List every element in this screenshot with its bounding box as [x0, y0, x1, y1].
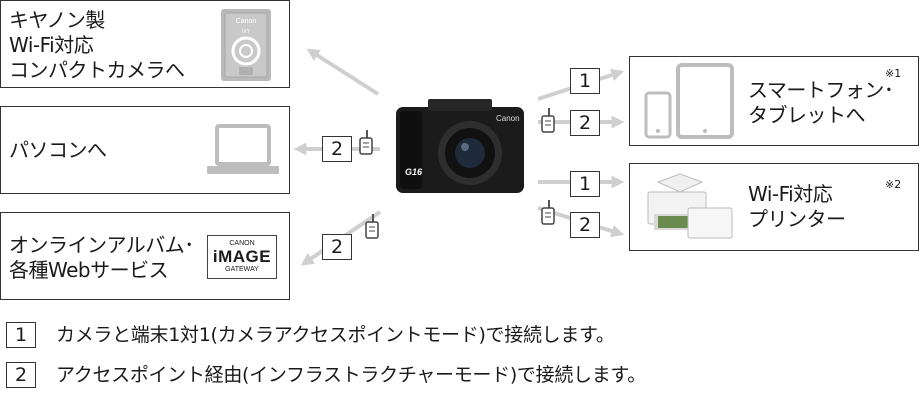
laptop-icon: [207, 124, 279, 174]
canon-camera-target-label: キヤノン製 Wi-Fi対応 コンパクトカメラへ: [9, 8, 185, 82]
printer-target-box: Wi-Fi対応 プリンター ※2: [629, 163, 919, 251]
legend-text-1: カメラと端末1対1(カメラアクセスポイントモード)で接続します。: [56, 324, 615, 346]
logo-main-text: iMAGE: [212, 247, 272, 266]
note-2: ※2: [885, 178, 902, 191]
center-camera-brand: Canon: [496, 114, 520, 123]
smartphone-target-box: スマートフォン･ タブレットへ ※1: [629, 56, 919, 146]
online-target-label: オンラインアルバム･ 各種Webサービス: [9, 233, 194, 282]
g16-camera-icon: Canon G16: [396, 99, 524, 193]
connection-printer-number-2: 2: [570, 212, 600, 238]
access-point-icon: [541, 108, 555, 133]
connection-pc-number: 2: [322, 136, 352, 162]
image-gateway-logo: CANON iMAGE GATEWAY: [207, 235, 277, 279]
compact-camera-icon: Canon IXY: [221, 9, 271, 81]
canon-camera-target-box: キヤノン製 Wi-Fi対応 コンパクトカメラへ Canon IXY: [0, 0, 290, 88]
online-target-box: オンラインアルバム･ 各種Webサービス CANON iMAGE GATEWAY: [0, 212, 290, 300]
pc-target-label: パソコンへ: [9, 138, 107, 162]
connection-smartphone-number-2: 2: [570, 110, 600, 136]
access-point-icon: [359, 130, 373, 155]
smartphone-target-label: スマートフォン･ タブレットへ: [748, 78, 894, 127]
printer-target-label: Wi-Fi対応 プリンター: [748, 182, 846, 231]
legend-text-2: アクセスポイント経由(インフラストラクチャーモード)で接続します。: [56, 364, 646, 386]
camera-model-text: IXY: [242, 29, 251, 35]
access-point-icon: [365, 214, 379, 239]
printer-icon: [647, 173, 733, 239]
connection-online-number: 2: [322, 234, 352, 260]
note-1: ※1: [885, 67, 902, 80]
legend-number-1: 1: [6, 322, 36, 348]
camera-brand-text: Canon: [236, 18, 257, 25]
connection-smartphone-number-1: 1: [570, 68, 600, 94]
logo-top-text: CANON: [229, 240, 255, 247]
smartphone-tablet-icon: [644, 63, 734, 139]
center-camera-model: G16: [405, 167, 423, 177]
logo-bottom-text: GATEWAY: [225, 266, 259, 273]
access-point-icon: [541, 200, 555, 225]
arrow-to-canon-camera: [306, 48, 380, 96]
pc-target-box: パソコンへ: [0, 106, 290, 194]
legend-number-2: 2: [6, 362, 36, 388]
connection-printer-number-1: 1: [570, 171, 600, 197]
